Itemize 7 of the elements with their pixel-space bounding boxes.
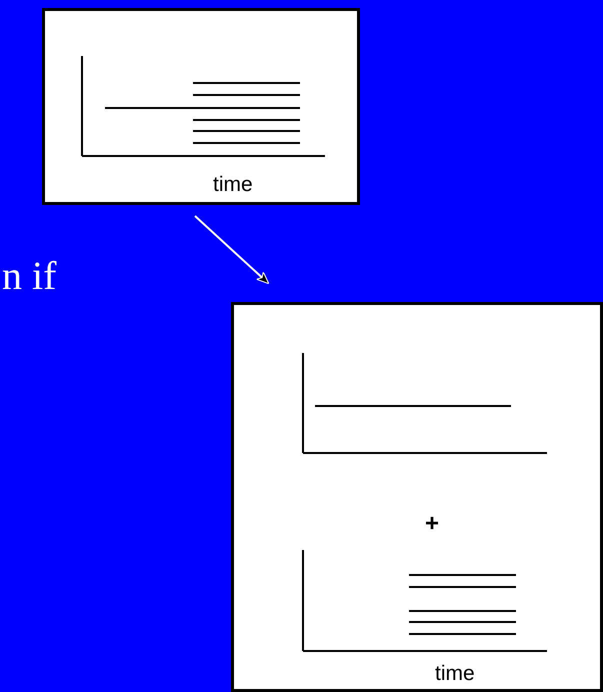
axis-label: time xyxy=(213,174,253,195)
arrow xyxy=(194,215,270,284)
axis-label: time xyxy=(435,663,475,684)
plus-sign: + xyxy=(425,512,440,536)
graph-panel xyxy=(42,8,360,205)
slide-text: n if xyxy=(2,252,56,299)
graph-panel xyxy=(231,302,603,692)
